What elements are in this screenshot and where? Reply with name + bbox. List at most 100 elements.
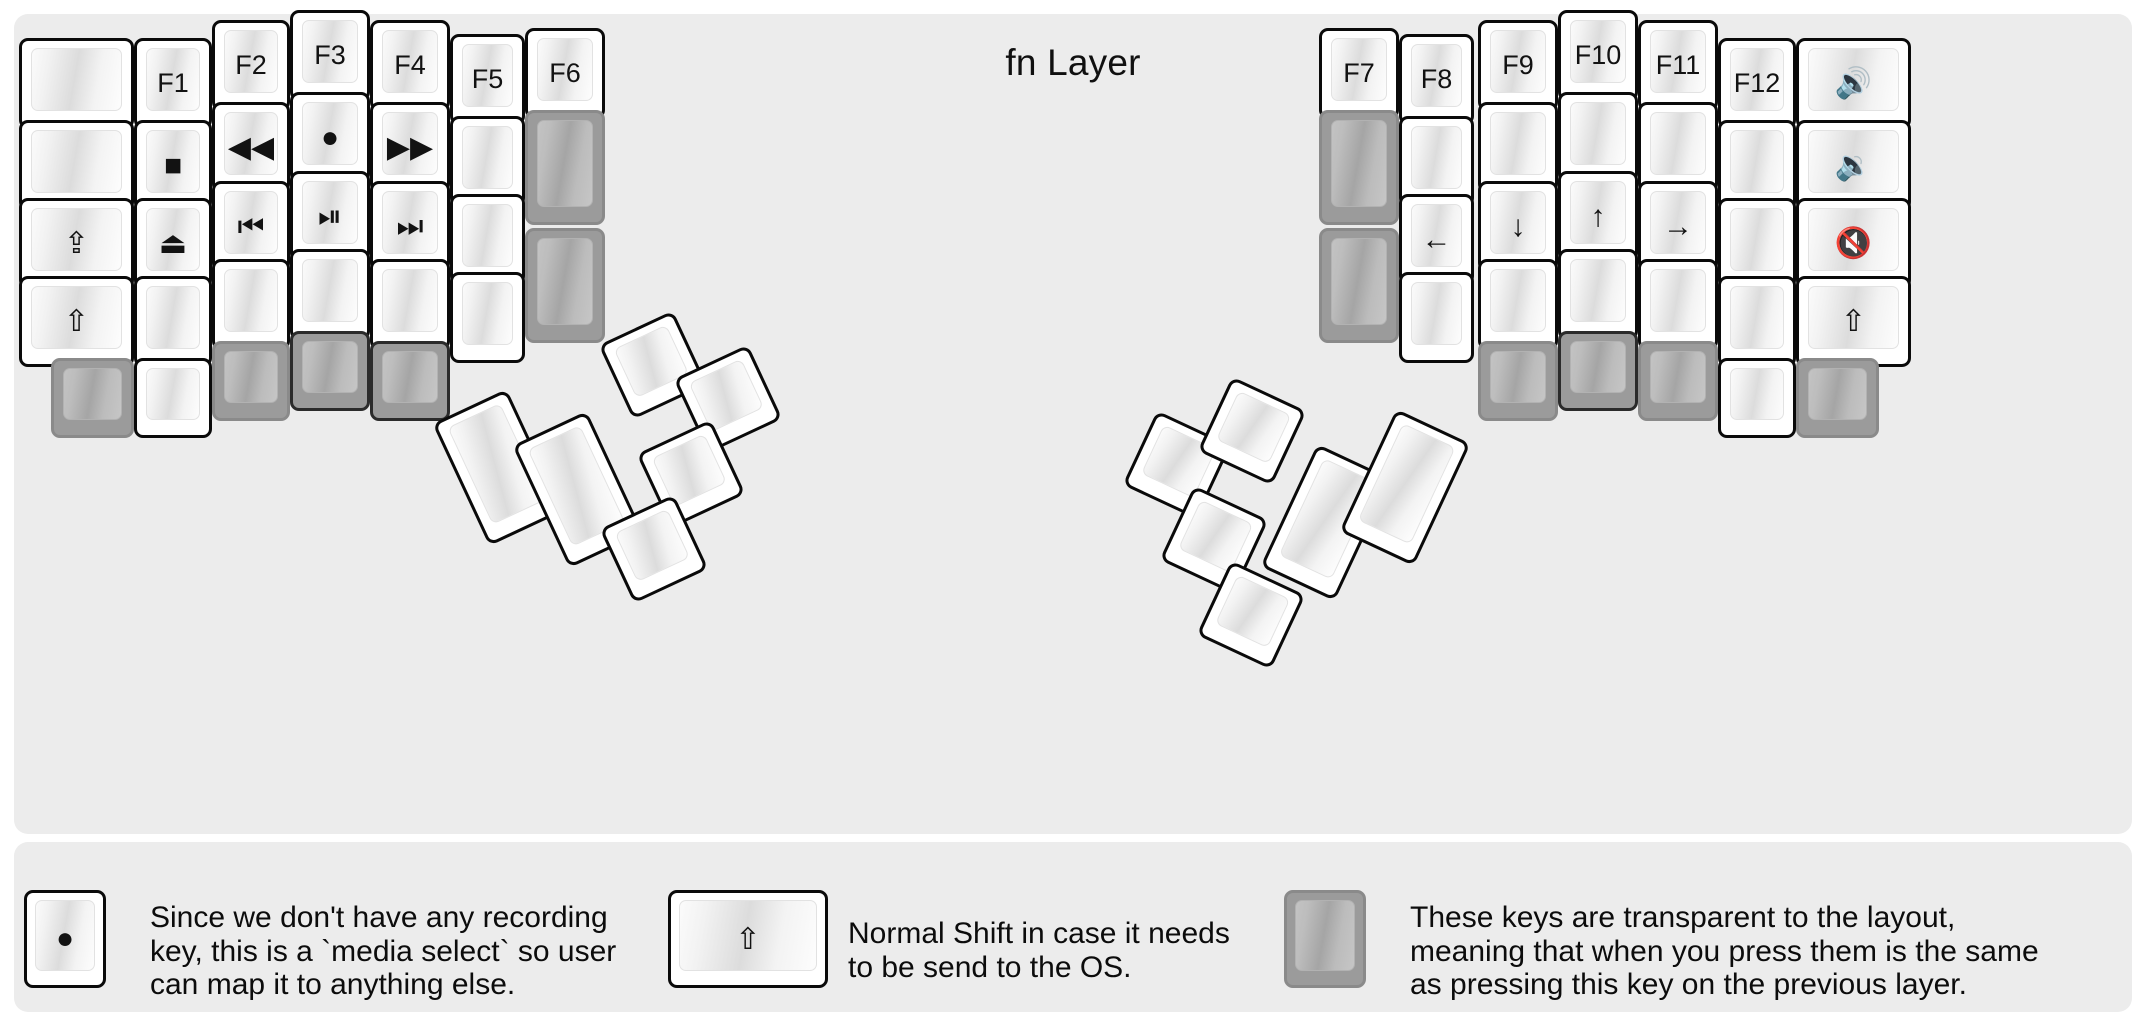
keycap-face — [537, 38, 593, 101]
keycap-face — [1730, 48, 1784, 111]
key-right-r4-c3[interactable] — [1478, 259, 1558, 350]
keycap-face — [31, 130, 122, 193]
key-right-r3-c6[interactable] — [1718, 198, 1796, 289]
keycap-face — [35, 900, 95, 971]
keycap-face — [382, 30, 438, 93]
keycap-face — [382, 351, 438, 403]
key-right-r2-c3[interactable] — [1478, 102, 1558, 193]
key-f8[interactable]: F8 — [1399, 34, 1474, 125]
keycap-face — [1570, 181, 1626, 244]
legend-key-transparent — [1284, 890, 1366, 988]
legend-text-record: Since we don't have any recording key, t… — [150, 901, 617, 1002]
keycap-face — [1490, 30, 1546, 93]
key-right-r5-c5-trns[interactable] — [1638, 341, 1718, 421]
legend-text-transparent: These keys are transparent to the layout… — [1410, 901, 2039, 1002]
page-title: fn Layer — [1005, 42, 1141, 83]
keycap-face — [1295, 900, 1355, 971]
key-f4[interactable]: F4 — [370, 20, 450, 111]
keycap-face — [1808, 368, 1867, 420]
key-f1[interactable]: F1 — [134, 38, 212, 129]
keycap-face — [31, 48, 122, 111]
key-left-r4-c2[interactable] — [134, 276, 212, 367]
keycap-face — [1650, 351, 1706, 403]
key-media-stop[interactable]: ■ — [134, 120, 212, 211]
key-left-r5-c5-trns[interactable] — [370, 341, 450, 421]
keycap-face — [614, 508, 691, 583]
key-left-r3-c6[interactable] — [450, 194, 525, 285]
key-f7[interactable]: F7 — [1319, 28, 1399, 119]
key-left-r4-c4[interactable] — [290, 249, 370, 340]
keycap-face — [224, 351, 278, 403]
key-volume-mute[interactable]: 🔇 — [1796, 198, 1911, 289]
key-left-r4-c5[interactable] — [370, 259, 450, 350]
legend-panel — [14, 842, 2132, 1012]
keycap-face — [1650, 269, 1706, 332]
key-left-r3-c7-trns[interactable] — [525, 228, 605, 343]
key-f11[interactable]: F11 — [1638, 20, 1718, 111]
key-f12[interactable]: F12 — [1718, 38, 1796, 129]
key-right-r3-c1-trns[interactable] — [1319, 228, 1399, 343]
keycap-face — [1490, 191, 1546, 254]
key-left-r5-c4-trns[interactable] — [290, 331, 370, 411]
key-right-r4-c6[interactable] — [1718, 276, 1796, 367]
keycap-face — [1570, 102, 1626, 165]
key-left-r2-c7-trns[interactable] — [525, 110, 605, 225]
keycap-face — [146, 286, 200, 349]
keycap-face — [462, 282, 513, 345]
record-icon: ● — [55, 922, 75, 955]
key-right-r2-c5[interactable] — [1638, 102, 1718, 193]
key-left-shift[interactable]: ⇧ — [19, 276, 134, 367]
keycap-face — [382, 191, 438, 254]
keycap-face — [31, 286, 122, 349]
key-left-r5-c2[interactable] — [134, 358, 212, 438]
keycap-face — [688, 358, 765, 433]
key-f10[interactable]: F10 — [1558, 10, 1638, 101]
key-right-r2-c6[interactable] — [1718, 120, 1796, 211]
keycap-face — [146, 48, 200, 111]
keycap-face — [1808, 130, 1899, 193]
keycap-face — [1214, 574, 1291, 649]
keycap-face — [1215, 390, 1292, 465]
keycap-face — [1808, 208, 1899, 271]
key-right-r4-c2[interactable] — [1399, 272, 1474, 363]
legend-item-record: ● Since we don't have any recording key,… — [0, 0, 700, 1001]
keycap-face — [1411, 44, 1462, 107]
legend-item-shift: ⇧ Normal Shift in case it needs to be se… — [0, 0, 1230, 988]
keycap-face — [1808, 286, 1899, 349]
keycap-face — [651, 433, 728, 508]
keycap-face — [146, 130, 200, 193]
keycap-face — [63, 368, 122, 420]
key-right-r5-c7-trns[interactable] — [1796, 358, 1879, 438]
key-left-r5-c1-trns[interactable] — [51, 358, 134, 438]
key-f9[interactable]: F9 — [1478, 20, 1558, 111]
key-right-r2-c1-trns[interactable] — [1319, 110, 1399, 225]
key-volume-up[interactable]: 🔊 — [1796, 38, 1911, 129]
shift-icon: ⇧ — [735, 922, 761, 956]
keycap-face — [1730, 368, 1784, 420]
key-right-r5-c3-trns[interactable] — [1478, 341, 1558, 421]
legend-key-shift: ⇧ — [668, 890, 828, 988]
keycap-face — [302, 102, 358, 165]
key-right-r5-c4-trns[interactable] — [1558, 331, 1638, 411]
keycap-face — [302, 20, 358, 83]
keycap-face — [382, 269, 438, 332]
key-f5[interactable]: F5 — [450, 34, 525, 125]
keycap-face — [146, 208, 200, 271]
keycap-face — [224, 30, 278, 93]
key-right-r2-c2[interactable] — [1399, 116, 1474, 207]
key-right-shift[interactable]: ⇧ — [1796, 276, 1911, 367]
key-left-r4-c3[interactable] — [212, 259, 290, 350]
keycap-face — [1730, 208, 1784, 271]
key-left-r5-c3-trns[interactable] — [212, 341, 290, 421]
key-arrow-right[interactable]: → — [1638, 181, 1718, 272]
key-left-r4-c6[interactable] — [450, 272, 525, 363]
key-right-r5-c6[interactable] — [1718, 358, 1796, 438]
key-right-r2-c4[interactable] — [1558, 92, 1638, 183]
key-right-r4-c5[interactable] — [1638, 259, 1718, 350]
keycap-face — [302, 259, 358, 322]
key-right-r4-c4[interactable] — [1558, 249, 1638, 340]
keycap-face — [1331, 38, 1387, 101]
keycap-face — [382, 112, 438, 175]
keycap-face — [224, 191, 278, 254]
